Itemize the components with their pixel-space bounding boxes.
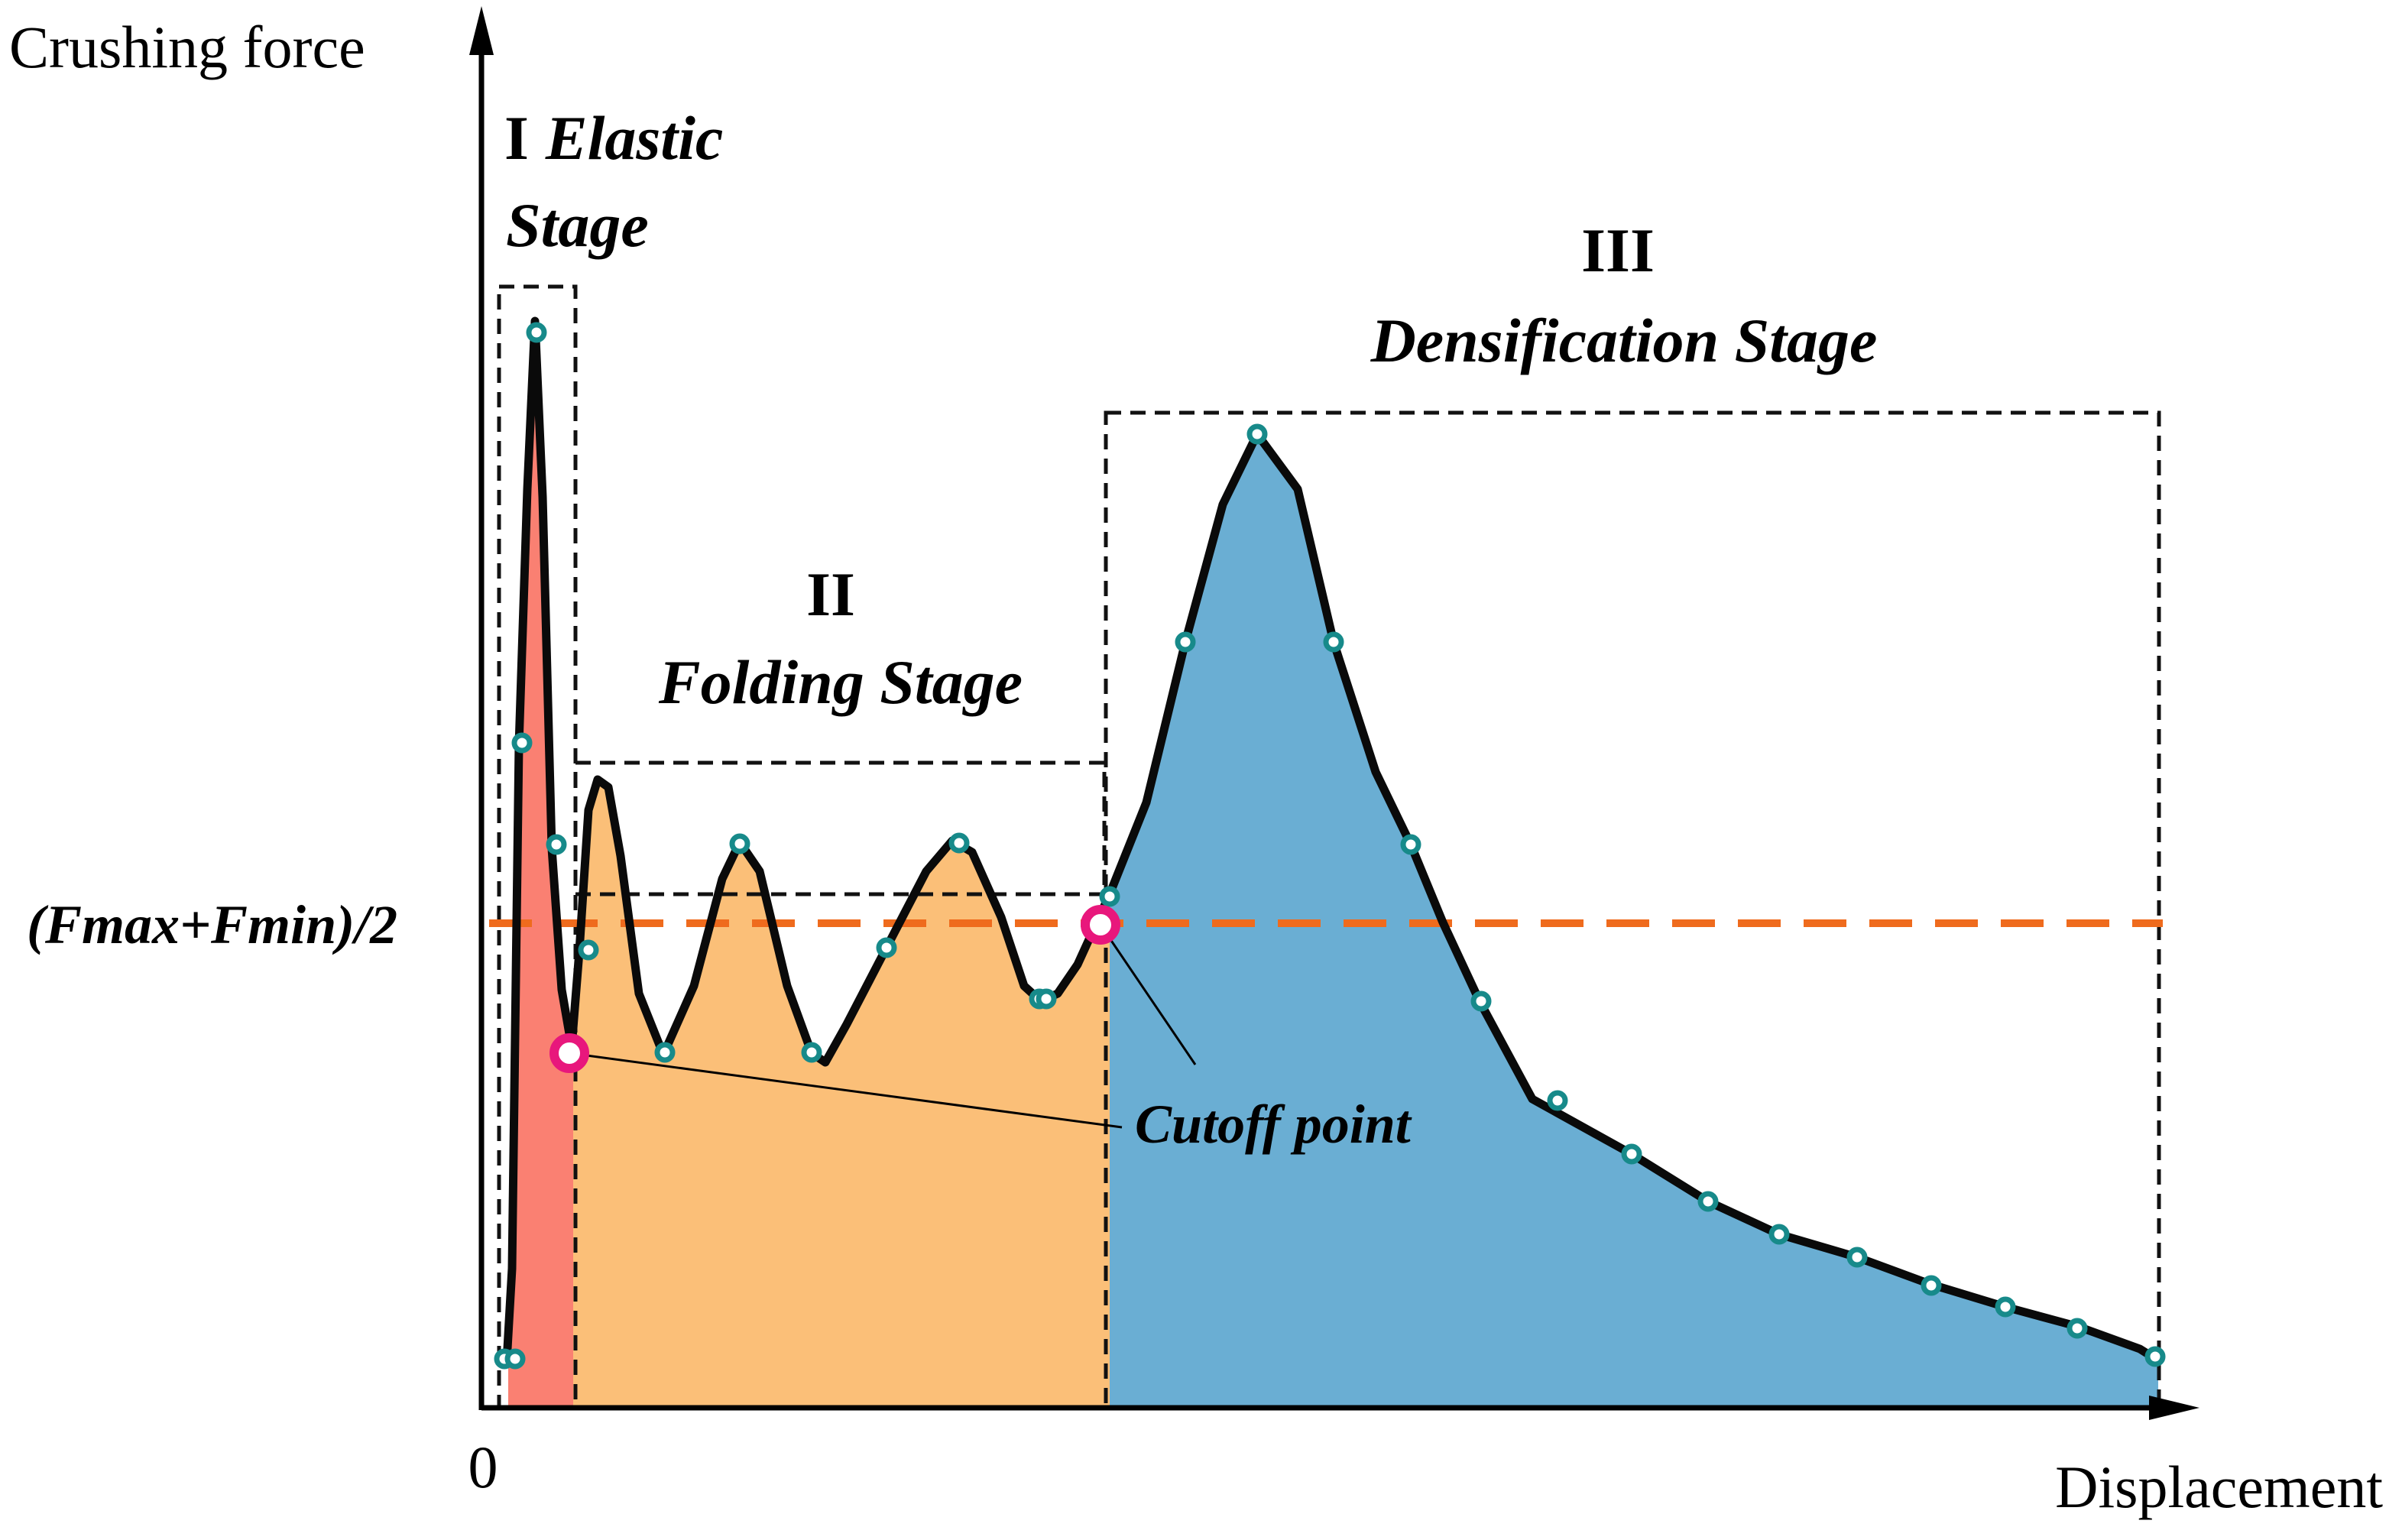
sample-marker (546, 834, 567, 855)
stage-2-box (573, 760, 1107, 896)
sample-marker (526, 322, 547, 343)
stage-2-fill (573, 321, 1110, 1408)
sample-marker (1470, 990, 1492, 1012)
sample-marker (1099, 886, 1120, 907)
stage-1-numeral: I (504, 103, 529, 173)
sample-marker (1921, 1275, 1942, 1296)
stage-fill-regions (508, 321, 2158, 1408)
cutoff-point-label: Cutoff point (1135, 1094, 1412, 1155)
sample-marker (578, 939, 599, 961)
stage-3-name: Densification Stage (1370, 306, 1878, 375)
sample-marker (654, 1042, 676, 1063)
reference-line-label: (Fmax+Fmin)/2 (27, 894, 397, 955)
cutoff-pointer-line-2 (1099, 924, 1197, 1065)
sample-markers (494, 322, 2166, 1370)
stage-2-name: Folding Stage (658, 647, 1023, 717)
sample-marker (504, 1348, 526, 1370)
sample-marker (1246, 423, 1268, 445)
sample-marker (1036, 988, 1057, 1010)
sample-marker (1846, 1247, 1868, 1268)
y-axis-label: Crushing force (9, 14, 365, 80)
stage-1-title: I Elastic (504, 103, 723, 173)
origin-label: 0 (468, 1434, 498, 1500)
sample-marker (1323, 631, 1344, 653)
sample-marker (1400, 834, 1421, 855)
stage-3-numeral: III (1581, 216, 1655, 285)
cutoff-point-marker (549, 1033, 589, 1073)
sample-marker (876, 937, 897, 958)
sample-marker (1547, 1090, 1568, 1111)
y-axis-arrowhead (469, 6, 494, 55)
stage-3-fill (1110, 321, 2158, 1408)
sample-marker (511, 732, 533, 754)
sample-marker (1621, 1143, 1642, 1165)
sample-marker (948, 832, 970, 854)
sample-marker (801, 1042, 822, 1063)
x-axis-arrowhead (2149, 1396, 2199, 1420)
sample-marker (1768, 1224, 1790, 1245)
sample-marker (2066, 1318, 2088, 1339)
sample-marker (2144, 1346, 2166, 1367)
stage-1-name-line1: Elastic (545, 103, 723, 173)
sample-marker (729, 833, 750, 854)
sample-marker (1697, 1191, 1719, 1212)
sample-marker (1175, 631, 1196, 653)
cutoff-pointer-line-1 (569, 1052, 1123, 1129)
cutoff-point-marker (1081, 905, 1120, 945)
stage-2-numeral: II (806, 559, 855, 629)
sample-marker (1995, 1296, 2016, 1318)
x-axis-label: Displacement (2055, 1454, 2383, 1520)
stage-1-name-line2: Stage (506, 190, 649, 260)
